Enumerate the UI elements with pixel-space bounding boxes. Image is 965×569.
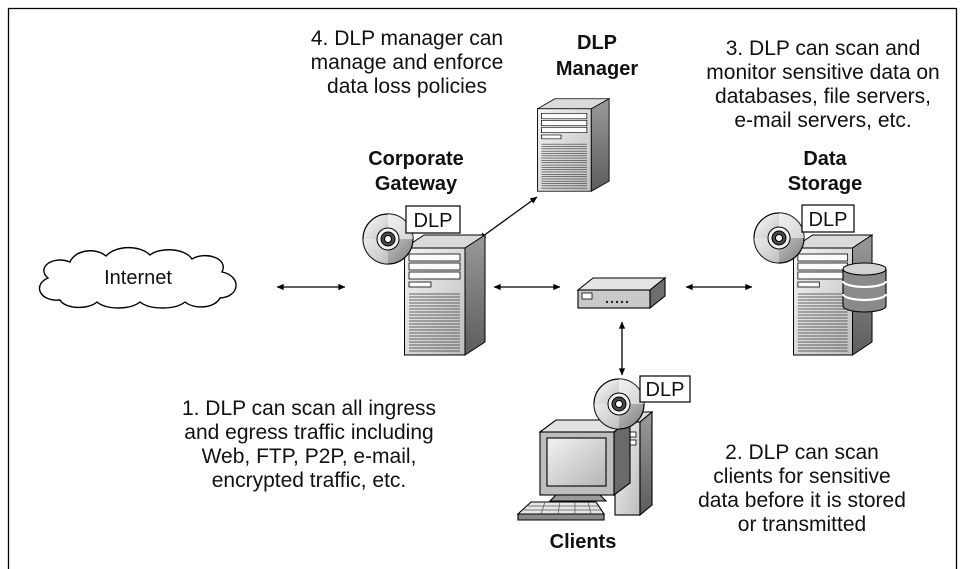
database-body	[842, 268, 887, 313]
internet-node: Internet	[38, 246, 237, 309]
connection-arrows	[276, 196, 753, 376]
cd-disc-icon	[753, 212, 805, 264]
internet-label: Internet	[104, 267, 172, 289]
clients-label: Clients	[550, 531, 617, 553]
storage-note-line: 3. DLP can scan and	[726, 37, 921, 60]
pc-tower-side	[639, 410, 653, 517]
gateway-note-line: 1. DLP can scan all ingress	[182, 397, 436, 420]
gateway-note-line: and egress traffic including	[184, 421, 433, 444]
clients-note-line: or transmitted	[738, 513, 866, 536]
gateway-label-line: Gateway	[375, 173, 458, 195]
clients-note-line: clients for sensitive	[713, 465, 890, 488]
database-band	[841, 293, 888, 302]
dlp-badge	[405, 205, 461, 234]
monitor-stand	[548, 494, 608, 502]
storage-note-line: monitor sensitive data on	[706, 61, 939, 84]
desktop-computer-icon	[516, 410, 654, 521]
keyboard-front	[517, 513, 605, 521]
cloud-icon	[38, 246, 237, 309]
switch-side-face	[649, 276, 666, 310]
clients-note: 2. DLP can scan clients for sensitive da…	[698, 441, 906, 536]
clients-node: DLP	[516, 375, 691, 521]
server-tower-icon	[537, 98, 610, 192]
database-top	[842, 262, 887, 276]
manager-note: 4. DLP manager can manage and enforce da…	[311, 27, 504, 98]
clients-note-line: 2. DLP can scan	[725, 441, 879, 464]
storage-note-line: e-mail servers, etc.	[734, 109, 911, 132]
dlp-badge	[639, 375, 691, 403]
storage-note-line: databases, file servers,	[715, 85, 931, 108]
manager-label-line: DLP	[577, 32, 617, 54]
manager-label-line: Manager	[556, 58, 638, 80]
monitor-side	[613, 418, 631, 497]
storage-label-line: Storage	[788, 173, 862, 195]
dlp-badge	[801, 204, 855, 233]
dlp-badge-label: DLP	[809, 209, 848, 231]
gateway-label-line: Corporate	[368, 148, 464, 170]
gateway-note-line: Web, FTP, P2P, e-mail,	[202, 445, 417, 468]
diagram-frame	[7, 7, 958, 569]
cd-disc-icon	[593, 378, 645, 430]
clients-note-line: data before it is stored	[698, 489, 906, 512]
manager-note-line: data loss policies	[327, 75, 487, 98]
switch-leds	[605, 300, 629, 304]
gateway-node: DLP	[362, 205, 486, 356]
database-band	[841, 280, 888, 289]
double-arrow-icon	[478, 196, 538, 240]
gateway-note-line: encrypted traffic, etc.	[212, 469, 407, 492]
storage-label-line: Data	[803, 148, 847, 170]
storage-node: DLP	[753, 204, 888, 356]
manager-note-line: 4. DLP manager can	[311, 27, 503, 50]
gateway-note: 1. DLP can scan all ingress and egress t…	[182, 397, 436, 492]
keyboard-keys	[524, 501, 601, 515]
keyboard-top	[516, 501, 606, 515]
manager-note-line: manage and enforce	[311, 51, 504, 74]
monitor-screen	[546, 437, 607, 487]
database-icon	[841, 262, 888, 313]
dlp-badge-label: DLP	[414, 210, 453, 232]
network-switch-icon	[576, 276, 667, 310]
dlp-badge-label: DLP	[646, 379, 685, 401]
server-tower-icon	[404, 234, 486, 356]
storage-note: 3. DLP can scan and monitor sensitive da…	[706, 37, 939, 132]
switch-port-panel	[581, 292, 593, 300]
